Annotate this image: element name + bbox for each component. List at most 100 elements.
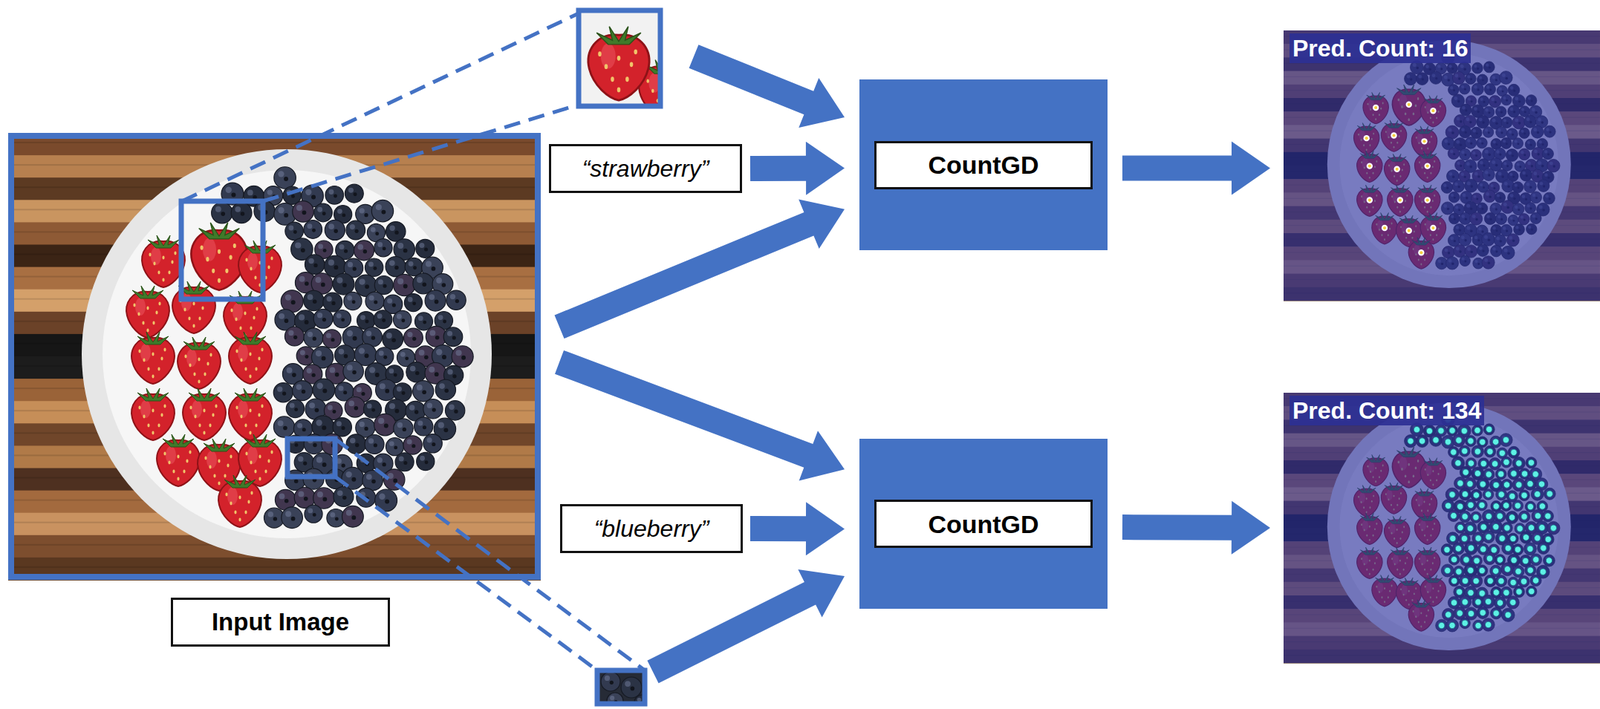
blueberry-shine: [360, 314, 366, 321]
blueberry: [343, 291, 362, 310]
prediction-dot-core: [1395, 167, 1399, 171]
blueberry-shine: [378, 418, 385, 425]
strawberry: [182, 388, 226, 441]
blueberry-crown: [375, 372, 380, 378]
blueberry-shine: [389, 260, 396, 267]
blueberry-crown: [355, 229, 359, 234]
blueberry: [374, 275, 393, 295]
blueberry-crown: [403, 284, 408, 289]
blueberry-shine: [377, 457, 383, 463]
strawberry-seed: [142, 415, 145, 419]
blueberry: [344, 397, 366, 419]
strawberry-seed: [270, 450, 273, 455]
blueberry-shine: [455, 349, 462, 356]
strawberry-seed: [217, 482, 220, 486]
strawberry-seed: [197, 380, 200, 385]
strawberry-seed: [163, 452, 166, 457]
plate: [81, 149, 492, 560]
blueberry-crown: [401, 391, 406, 396]
blueberry: [332, 309, 351, 328]
blueberry-shine: [337, 208, 343, 214]
blueberry-shine: [337, 385, 344, 391]
blueberry: [371, 199, 393, 222]
blueberry-shine: [328, 259, 335, 266]
strawberry-seed: [184, 355, 187, 359]
blueberry-crown: [311, 228, 316, 233]
blueberry-crown: [363, 213, 368, 217]
blueberry-crown: [431, 442, 436, 447]
blueberry-shine: [368, 438, 374, 444]
prediction-dot-core: [1407, 103, 1411, 107]
prediction-dot-core: [1419, 251, 1423, 255]
blueberry-crown: [293, 230, 298, 234]
strawberry-shine: [140, 343, 151, 362]
prediction-dot: [1397, 196, 1404, 203]
strawberry-seed: [239, 358, 243, 363]
blueberry-crown: [424, 248, 428, 252]
blueberry-crown: [331, 337, 336, 342]
blueberry: [364, 258, 383, 277]
strawberry-seed: [239, 326, 242, 331]
blueberry: [403, 436, 422, 455]
strawberry-calyx: [147, 235, 180, 249]
strawberry-seed: [157, 424, 160, 428]
blueberry-crown: [435, 335, 440, 341]
blueberry-shine: [329, 189, 335, 195]
blueberry-shine: [316, 456, 323, 463]
blueberry: [353, 240, 374, 261]
blueberry: [385, 222, 406, 243]
blueberry-crown: [220, 211, 226, 217]
strawberry-calyx: [188, 388, 220, 402]
blueberry-shine: [345, 471, 352, 478]
blueberry: [346, 434, 367, 455]
strawberry-seed: [260, 404, 263, 409]
blueberry: [333, 486, 354, 507]
blueberry: [304, 254, 324, 275]
blueberry-crown: [375, 231, 379, 236]
blueberry-crown: [311, 195, 316, 200]
blueberry-crown: [363, 249, 367, 254]
blueberry-shine: [297, 456, 304, 462]
strawberry-shine: [232, 303, 243, 321]
blueberry-crown: [303, 461, 307, 465]
blueberry-shine: [336, 277, 343, 284]
blueberry-shine: [307, 332, 313, 338]
blueberry-shine: [407, 438, 413, 445]
blueberry-crown: [231, 193, 236, 198]
strawberry-seed: [192, 324, 195, 329]
blueberry: [446, 290, 466, 310]
strawberry-shine: [237, 400, 249, 419]
blueberry-crown: [331, 301, 336, 306]
blueberry-shine: [427, 437, 433, 443]
blueberry-shine: [315, 350, 322, 357]
blueberry-crown: [284, 318, 289, 324]
prediction-dot-core: [1426, 164, 1430, 168]
blueberry-shine: [418, 349, 425, 356]
blueberry-crown: [320, 283, 326, 288]
blueberry-crown: [411, 444, 416, 448]
blueberry: [392, 310, 411, 329]
blueberry-shine: [398, 456, 405, 462]
blueberry-crown: [434, 372, 439, 377]
prediction-dot-core: [1426, 198, 1430, 202]
blueberry-shine: [388, 368, 394, 374]
prediction-dot: [1424, 162, 1431, 169]
blueberry-crown: [351, 515, 356, 520]
blueberry-crown: [443, 427, 448, 433]
blueberry-shine: [447, 369, 453, 375]
strawberry-seed: [157, 271, 160, 275]
blueberry-crown: [361, 392, 365, 396]
blueberry-crown: [333, 229, 338, 234]
blueberry-shine: [389, 403, 396, 410]
strawberry-seed: [167, 271, 171, 275]
blueberry-shine: [397, 242, 404, 249]
strawberry-calyx: [183, 337, 215, 350]
blueberry-shine: [436, 277, 442, 284]
blueberry-crown: [394, 265, 399, 270]
blueberry: [392, 383, 412, 402]
blueberry: [404, 328, 424, 348]
blueberry-crown: [341, 213, 346, 218]
blueberry-crown: [332, 410, 336, 414]
strawberry-seed: [267, 265, 270, 270]
blueberry-crown: [364, 284, 370, 289]
